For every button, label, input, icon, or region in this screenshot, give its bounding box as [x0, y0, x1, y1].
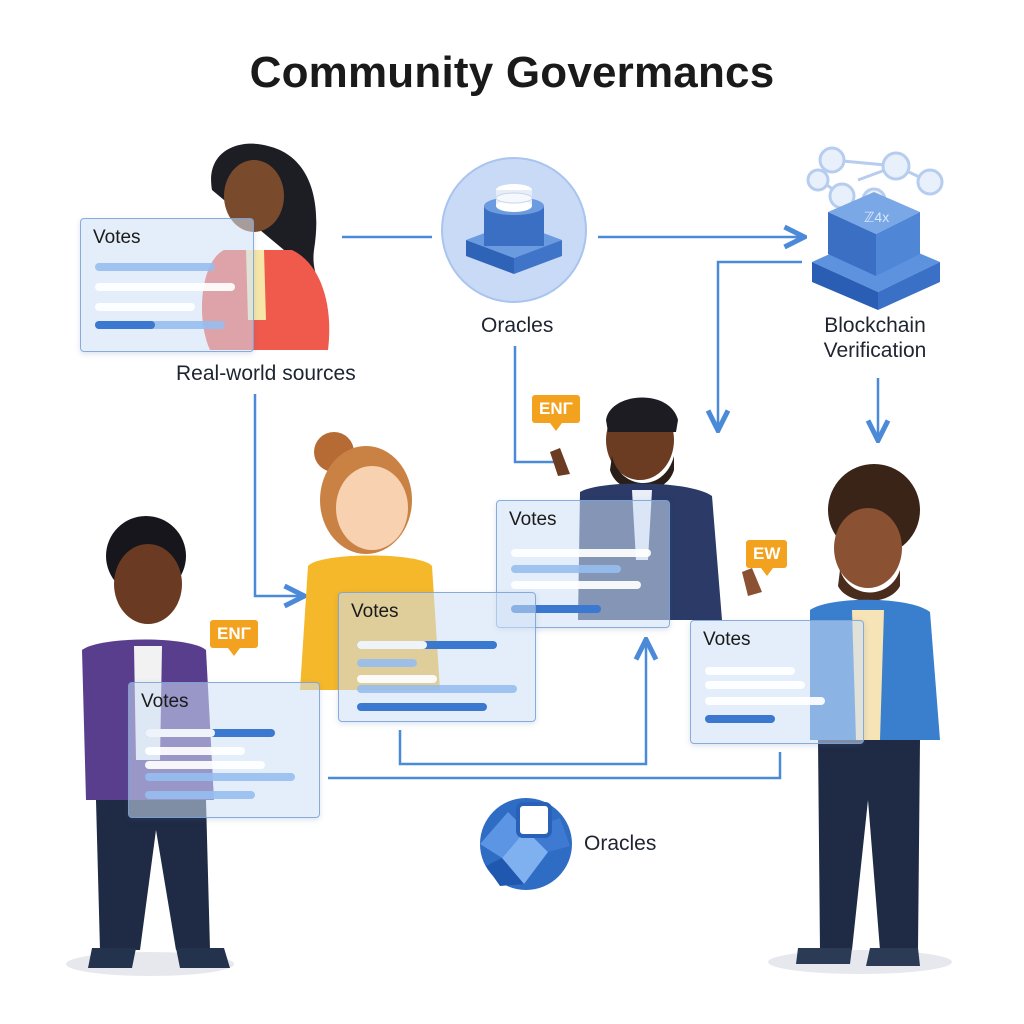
vote-bar: [511, 581, 641, 589]
vote-bar: [357, 641, 497, 649]
vote-bar: [95, 321, 225, 329]
vote-bar: [511, 605, 601, 613]
speech-bubble-man-right: EW: [746, 540, 788, 576]
vote-bar: [357, 703, 487, 711]
votes-card-title: Votes: [93, 227, 141, 248]
vote-bar: [357, 659, 417, 667]
vote-bar: [511, 565, 621, 573]
speech-bubble-man-left: ENΓ: [210, 620, 258, 656]
votes-card-title: Votes: [351, 601, 399, 622]
blockchain-label: Blockchain Verification: [823, 314, 927, 362]
arrow-bottom-link: [328, 752, 782, 780]
vote-bar: [145, 747, 245, 755]
arrow-loop-up: [398, 642, 646, 766]
vote-bar: [95, 321, 155, 329]
vote-bar: [95, 263, 215, 271]
vote-bar: [705, 715, 775, 723]
vote-bar: [705, 697, 825, 705]
vote-bar: [357, 685, 517, 693]
oracles-bottom-label: Oracles: [584, 832, 657, 855]
arrow-blockchain-to-center: [718, 260, 802, 428]
votes-card-woman-left[interactable]: Votes: [80, 218, 254, 352]
vote-bar: [705, 667, 795, 675]
arrow-oracles-to-man: [513, 346, 555, 464]
vote-bar: [705, 681, 805, 689]
vote-bar: [95, 303, 195, 311]
real-world-sources-label: Real-world sources: [176, 362, 356, 385]
svg-text:ℤ4x: ℤ4x: [864, 209, 889, 225]
arrow-sources-to-woman: [253, 394, 302, 596]
oracles-top-label: Oracles: [481, 314, 554, 337]
vote-bar: [145, 761, 265, 769]
vote-bar: [145, 773, 295, 781]
votes-card-title: Votes: [703, 629, 751, 650]
votes-card-woman-center[interactable]: Votes: [338, 592, 536, 722]
votes-card-title: Votes: [509, 509, 557, 530]
speech-bubble-man-center: ENΓ: [532, 395, 580, 431]
vote-bar: [357, 675, 437, 683]
diagram-title: Community Govermancs: [249, 48, 775, 97]
votes-card-man-right[interactable]: Votes: [690, 620, 864, 744]
vote-bar: [95, 283, 235, 291]
votes-card-man-left[interactable]: Votes: [128, 682, 320, 818]
vote-bar: [511, 549, 651, 557]
vote-bar: [145, 791, 255, 799]
votes-card-title: Votes: [141, 691, 189, 712]
vote-bar: [145, 729, 215, 737]
vote-bar: [357, 641, 427, 649]
